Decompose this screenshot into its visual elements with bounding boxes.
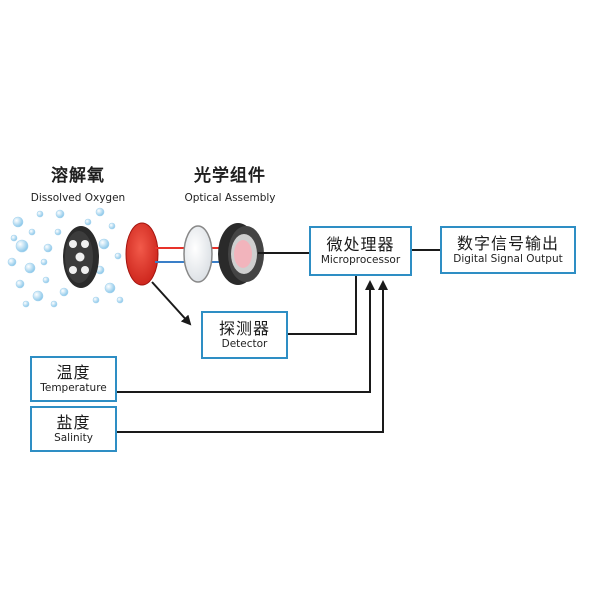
salinity-label-cn: 盐度	[56, 413, 91, 432]
arrow-salinity-to-microprocessor	[117, 280, 388, 433]
bubble-icon	[15, 279, 25, 289]
salinity-box: 盐度 Salinity	[30, 406, 117, 452]
bubble-icon	[40, 258, 48, 266]
bubble-icon	[28, 228, 36, 236]
dissolved-oxygen-label: 溶解氧 Dissolved Oxygen	[14, 166, 142, 205]
digital-output-label-cn: 数字信号输出	[456, 234, 559, 253]
digital-output-box: 数字信号输出 Digital Signal Output	[440, 226, 576, 274]
bubble-icon	[24, 262, 36, 274]
dissolved-oxygen-label-en: Dissolved Oxygen	[30, 192, 126, 204]
bubble-icon	[12, 216, 24, 228]
bubble-icon	[7, 257, 17, 267]
microprocessor-label-en: Microprocessor	[320, 254, 401, 266]
bubble-icon	[114, 252, 122, 260]
optical-lens-icon	[183, 225, 213, 283]
optical-assembly-label-en: Optical Assembly	[184, 192, 276, 204]
bubble-icon	[84, 218, 92, 226]
bubble-icon	[108, 222, 116, 230]
bubble-icon	[59, 287, 69, 297]
bubble-icon	[32, 290, 44, 302]
microprocessor-box: 微处理器 Microprocessor	[309, 226, 412, 276]
bubble-icon	[55, 209, 65, 219]
temperature-label-cn: 温度	[56, 363, 91, 382]
digital-output-label-en: Digital Signal Output	[453, 253, 563, 265]
bubble-icon	[92, 296, 100, 304]
dissolved-oxygen-label-cn: 溶解氧	[51, 166, 105, 186]
optical-ring-icon	[218, 223, 264, 285]
detector-label-cn: 探测器	[218, 319, 270, 338]
bubble-icon	[36, 210, 44, 218]
bubble-icon	[95, 207, 105, 217]
arrow-temperature-to-microprocessor	[117, 280, 375, 393]
bubble-icon	[15, 239, 29, 253]
dissolved-oxygen-sensor-icon	[63, 226, 99, 288]
detector-label-en: Detector	[221, 338, 268, 350]
salinity-label-en: Salinity	[54, 432, 93, 444]
optical-assembly-label: 光学组件 Optical Assembly	[168, 166, 292, 205]
bubble-icon	[98, 238, 110, 250]
bubble-icon	[116, 296, 124, 304]
bubble-icon	[43, 243, 53, 253]
optical-assembly-label-cn: 光学组件	[194, 166, 266, 186]
bubble-icon	[10, 234, 18, 242]
oxygen-bubbles-icon	[7, 207, 124, 308]
detector-box: 探测器 Detector	[201, 311, 288, 359]
bubble-icon	[22, 300, 30, 308]
temperature-label-en: Temperature	[40, 382, 107, 394]
microprocessor-label-cn: 微处理器	[326, 235, 395, 254]
bubble-icon	[42, 276, 50, 284]
connector-detector-to-microprocessor	[287, 276, 357, 335]
bubble-icon	[50, 300, 58, 308]
red-membrane-icon	[125, 222, 159, 286]
bubble-icon	[54, 228, 62, 236]
bubble-icon	[104, 282, 116, 294]
temperature-box: 温度 Temperature	[30, 356, 117, 402]
arrow-to-detector	[151, 281, 192, 326]
